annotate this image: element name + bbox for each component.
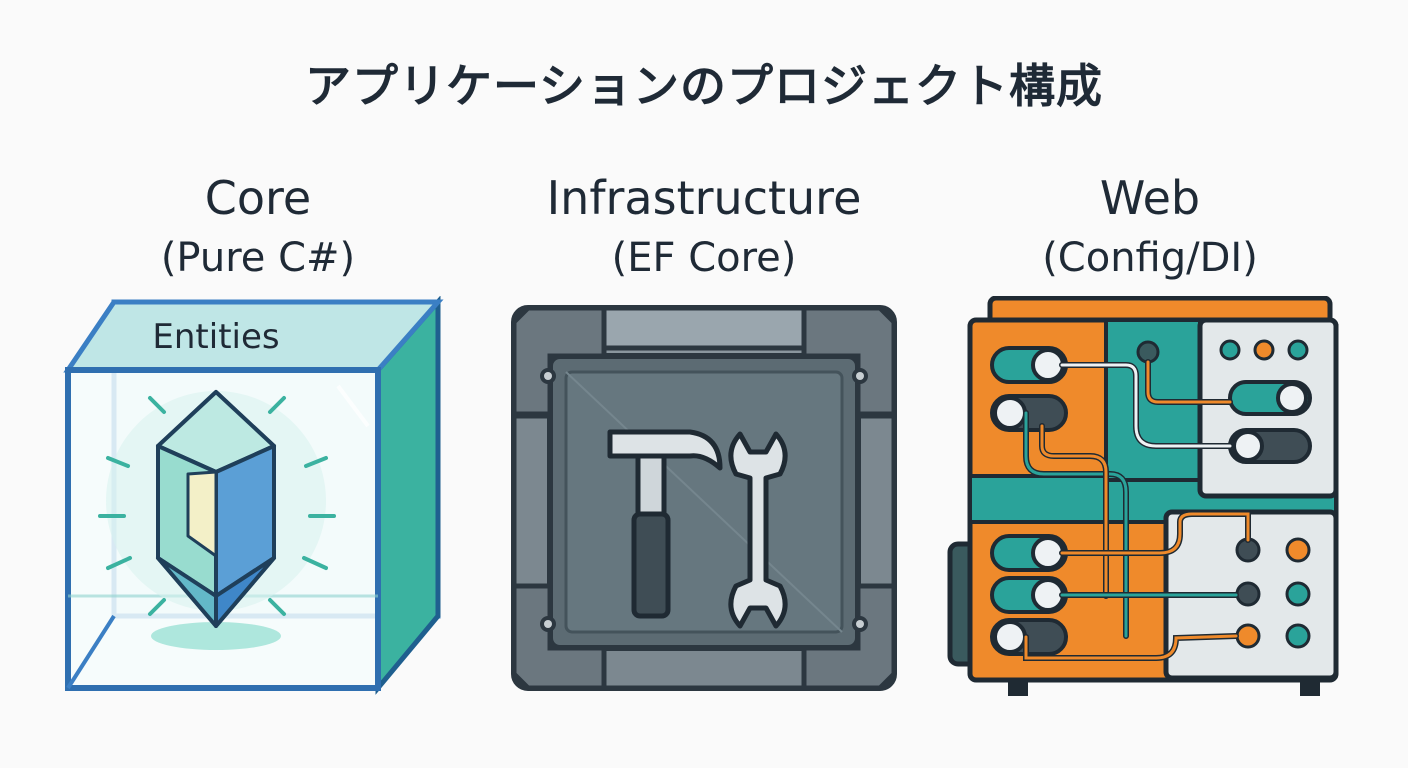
page-title: アプリケーションのプロジェクト構成 <box>304 59 1104 113</box>
web-illustration <box>930 296 1370 696</box>
infrastructure-project-name: Infrastructure <box>546 171 862 225</box>
toolbox-hammer-wrench-icon <box>511 305 897 691</box>
core-illustration: Entities <box>38 296 478 696</box>
web-project-subtitle: (Config/DI) <box>1042 235 1258 281</box>
web-project-column: Web (Config/DI) <box>930 168 1370 758</box>
entities-label: Entities <box>152 317 279 357</box>
crystal-in-glass-box-icon: Entities <box>63 296 444 695</box>
core-project-subtitle: (Pure C#) <box>160 235 356 281</box>
core-project-name: Core <box>204 171 312 225</box>
circuit-board-switches-icon <box>947 296 1339 696</box>
web-project-name: Web <box>1099 171 1201 225</box>
infrastructure-project-column: Infrastructure (EF Core) <box>484 168 924 758</box>
infrastructure-project-subtitle: (EF Core) <box>611 235 797 281</box>
infrastructure-illustration <box>484 296 924 696</box>
core-project-column: Core (Pure C#) <box>38 168 478 758</box>
